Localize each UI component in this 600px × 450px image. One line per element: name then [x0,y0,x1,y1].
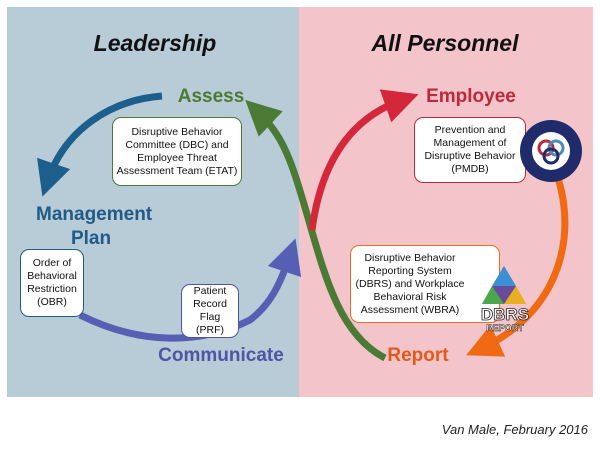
management-plan-label: Management Plan [16,203,166,251]
all-personnel-panel [299,7,593,397]
obr-box: Order of Behavioral Restriction (OBR) [20,249,84,317]
report-label: Report [387,345,449,366]
dbrs-logo-subtext: REPORT [486,323,524,333]
dbrs-logo-text: DBRS [481,305,529,324]
dbrs-wbra-text: Disruptive Behavior Reporting System (DB… [355,251,465,316]
dbrs-report-logo: DBRS REPORT [481,266,529,333]
pmdb-box: Prevention and Management of Disruptive … [414,117,526,183]
communicate-label: Communicate [158,345,284,366]
dbrs-wbra-box: Disruptive Behavior Reporting System (DB… [350,245,500,323]
prf-text: Patient Record Flag (PRF) [193,285,227,336]
leadership-panel [7,7,299,397]
report-to-assess-arrow [245,100,387,362]
dbc-etat-box: Disruptive Behavior Committee (DBC) and … [112,117,242,186]
employee-label: Employee [426,86,516,107]
assess-label: Assess [177,86,245,107]
pmdb-seal-logo [520,120,582,182]
management-plan-text: Management Plan [36,204,153,249]
leadership-header: Leadership [93,30,217,56]
dbc-etat-text: Disruptive Behavior Committee (DBC) and … [116,125,238,177]
obr-text: Order of Behavioral Restriction (OBR) [27,257,77,308]
all-personnel-header: All Personnel [371,30,519,56]
assess-to-management-arrow [37,92,163,197]
prf-box: Patient Record Flag (PRF) [181,284,239,338]
to-employee-arrow [308,89,419,231]
credit-text: Van Male, February 2016 [441,422,588,437]
pmdb-text: Prevention and Management of Disruptive … [424,124,516,175]
